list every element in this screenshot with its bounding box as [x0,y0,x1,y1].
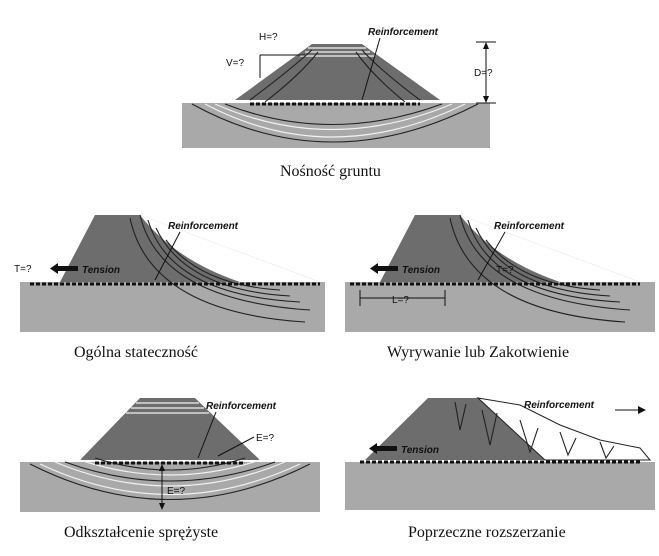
foundation-ground [20,462,320,512]
tension-label: Tension [401,445,439,456]
reinforcement-label: Reinforcement [524,400,595,411]
embankment-body [80,398,260,460]
panel-caption: Poprzeczne rozszerzanie [408,524,566,541]
foundation-ground [20,282,325,332]
tension-label: Tension [82,265,120,276]
slip-wedge [140,215,320,282]
l-label: L=? [392,295,409,306]
panel-lateral: Tension Reinforcement Poprzeczne rozszer… [345,397,655,541]
failure-surfaces [191,49,479,143]
t-label: T=? [496,265,514,276]
panel-caption: Ogólna stateczność [74,344,198,361]
slip-wedge [460,215,640,282]
spread-arrowhead [638,406,646,414]
reinforcement-leader [154,231,181,281]
depth-arrowhead-top [483,42,489,49]
h-label: H=? [259,32,278,43]
failure-surfaces [129,214,311,323]
embankment-top-layers [126,402,209,414]
settlement-arrowhead-bottom [159,503,165,510]
panel-pullout: Tension T=? L=? Reinforcement Wyrywanie … [345,214,655,361]
settlement-arrowhead-top [159,464,165,471]
reinforcement-leader [197,411,217,459]
panel-global: T=? Tension Reinforcement Ogólna statecz… [14,214,325,361]
foundation-ground [345,462,655,510]
reinforcement-label: Reinforcement [368,27,439,38]
reinforcement-label: Reinforcement [494,221,565,232]
tension-arrowhead [369,443,377,454]
foundation-ground [182,103,490,148]
v-label: V=? [226,58,245,69]
reinforcement-leader [361,37,381,101]
tension-arrow [376,266,398,271]
embankment-top-layers [300,47,375,57]
e-leader [217,436,255,457]
reinforcement-label: Reinforcement [206,401,277,412]
foundation-ground [345,282,655,332]
failure-surfaces [449,214,631,323]
panel-caption: Wyrywanie lub Zakotwienie [387,344,569,361]
e-label: E=? [256,433,275,444]
settlement-label: E=? [167,486,186,497]
panel-caption: Odkształcenie sprężyste [64,524,218,541]
tension-arrow [56,266,78,271]
tension-arrow [375,446,397,451]
tension-arrowhead [370,263,378,274]
d-label: D=? [474,68,493,79]
panel-bearing: H=? V=? D=? Reinforcement Nośność gruntu [182,27,496,180]
panel-caption: Nośność gruntu [280,163,381,180]
t-label: T=? [14,264,32,275]
panel-elastic: E=? E=? Reinforcement Odkształcenie sprę… [20,398,320,541]
sliding-wedge [476,397,652,461]
depth-arrowhead-bottom [483,96,489,103]
tension-arrowhead [50,263,58,274]
embankment-body [235,44,440,100]
reinforcement-leader [477,231,506,281]
crack-lines [454,401,615,460]
reinforcement-label: Reinforcement [168,221,239,232]
tension-label: Tension [402,265,440,276]
embankment-body [365,398,545,460]
